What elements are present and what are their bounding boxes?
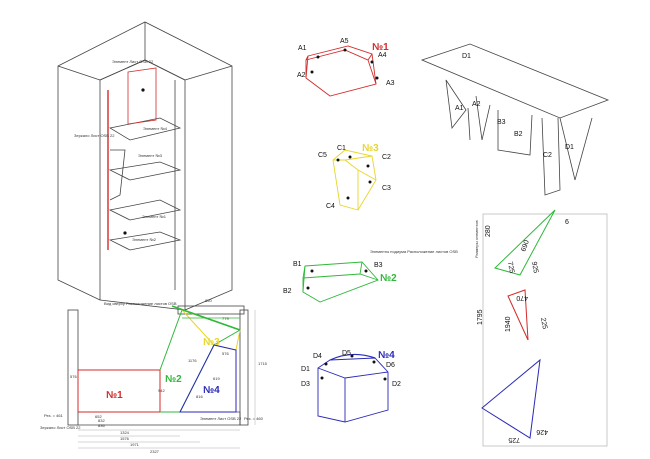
piece-c-drawing [332, 149, 377, 211]
room-label-element-1: Элемент №4 [143, 126, 168, 131]
table-label-d1-top: D1 [462, 53, 471, 60]
point-a5: A5 [340, 38, 349, 45]
plan-bottom-dim-5: 2327 [150, 449, 160, 454]
triangle-red-dim-3: 470 [516, 294, 528, 301]
triangle-red-dim-2: 925 [530, 261, 539, 274]
triangle-blue-dim-2: 426 [536, 428, 548, 435]
point-c4: C4 [326, 203, 335, 210]
room-label-osb-top: Элемент Лист OSB 22 [112, 59, 154, 64]
point-d1: D1 [301, 366, 310, 373]
point-d2: D2 [392, 381, 401, 388]
marker-dot [141, 88, 145, 92]
triangle-blue-dim-1: 725 [508, 436, 520, 443]
triangles-left-dim: 1795 [477, 309, 484, 325]
plan-note-3: Элемент Лист OSB 22 [200, 416, 242, 421]
piece-b-drawing [302, 261, 379, 303]
piece-a-drawing [305, 45, 377, 97]
point-d6: D6 [386, 362, 395, 369]
point-b1: B1 [293, 261, 302, 268]
piece-label-4: №4 [378, 350, 395, 361]
piece-label-1: №1 [372, 42, 389, 53]
plan-yellow-dim-1: 576 [222, 351, 229, 356]
plan-blue-dim-2: 816 [196, 394, 203, 399]
piece-d-drawing [317, 353, 389, 423]
table-label-a1: A1 [455, 105, 464, 112]
triangle-green-dim-2: 690 [520, 239, 531, 252]
plan-note-4: Рез. = 460 [244, 416, 264, 421]
plan-red-dim-2: 652 [95, 414, 102, 419]
point-a1: A1 [298, 45, 307, 52]
triangle-green-dim-1: 280 [485, 225, 492, 237]
plan-title: Вид сверху Расположение листов OSB [104, 301, 177, 306]
plan-bottom-dim-3: 1576 [120, 436, 130, 441]
room-label-element-3: Элемент №1 [142, 214, 167, 219]
plan-piece-3: №3 [203, 337, 220, 348]
point-d3: D3 [301, 381, 310, 388]
top-plan-view [67, 305, 256, 449]
room-label-left-wall: Зеркало Лист OSB 22 [74, 133, 115, 138]
plan-note-2: Зеркало Лист OSB 22 [40, 425, 81, 430]
triangle-red-dim-5: 225 [539, 317, 548, 330]
table-label-b2: B2 [514, 131, 523, 138]
point-b2: B2 [283, 288, 292, 295]
triangle-red-dim-4: 1940 [505, 316, 512, 332]
room-isometric-view [57, 21, 233, 311]
plan-red-dim-3: 836 [98, 423, 105, 428]
point-d5: D5 [342, 350, 351, 357]
point-a4: A4 [378, 52, 387, 59]
room-label-element-2: Элемент №3 [138, 153, 163, 158]
table-isometric-view [420, 43, 610, 196]
triangle-green-dim-3: 6 [565, 219, 569, 226]
plan-piece-4: №4 [203, 385, 220, 396]
plan-bottom-dim-2: 1324 [120, 430, 130, 435]
plan-green-dim-1: 1176 [188, 358, 197, 363]
plan-bottom-dim-1: 832 [98, 418, 105, 423]
triangle-red-dim-1: 725 [506, 261, 515, 274]
plan-blue-dim-1: 619 [213, 376, 220, 381]
room-label-element-4: Элемент №2 [132, 237, 157, 242]
point-a2: A2 [297, 72, 306, 79]
plan-piece-1: №1 [106, 390, 123, 401]
point-b3: B3 [374, 262, 383, 269]
plan-red-dim-1: 576 [70, 374, 77, 379]
plan-green-dim-2: 779 [222, 316, 229, 321]
point-c2: C2 [382, 154, 391, 161]
table-label-a2: A2 [472, 101, 481, 108]
triangle-sheet [481, 209, 608, 447]
table-label-b3: B3 [497, 119, 506, 126]
plan-bottom-dim-4: 1971 [130, 442, 140, 447]
piece-label-3: №3 [362, 143, 379, 154]
point-a3: A3 [386, 80, 395, 87]
triangles-side-title: Размеры элементов [474, 220, 479, 258]
point-c3: C3 [382, 185, 391, 192]
plan-top-dim: 850 [205, 298, 212, 303]
table-label-c2: C2 [543, 152, 552, 159]
plan-piece-2: №2 [165, 374, 182, 385]
marker-dot [123, 231, 127, 235]
b-note: Элементы подиума Расположение листов OSB [370, 249, 458, 254]
point-c5: C5 [318, 152, 327, 159]
plan-note-1: Рез. = 461 [44, 413, 64, 418]
plan-right-dim: 1715 [258, 361, 268, 366]
point-c1: C1 [337, 145, 346, 152]
point-d4: D4 [313, 353, 322, 360]
plan-red-dim-4: 942 [158, 388, 165, 393]
piece-label-2: №2 [380, 273, 397, 284]
table-label-d1-side: D1 [565, 144, 574, 151]
